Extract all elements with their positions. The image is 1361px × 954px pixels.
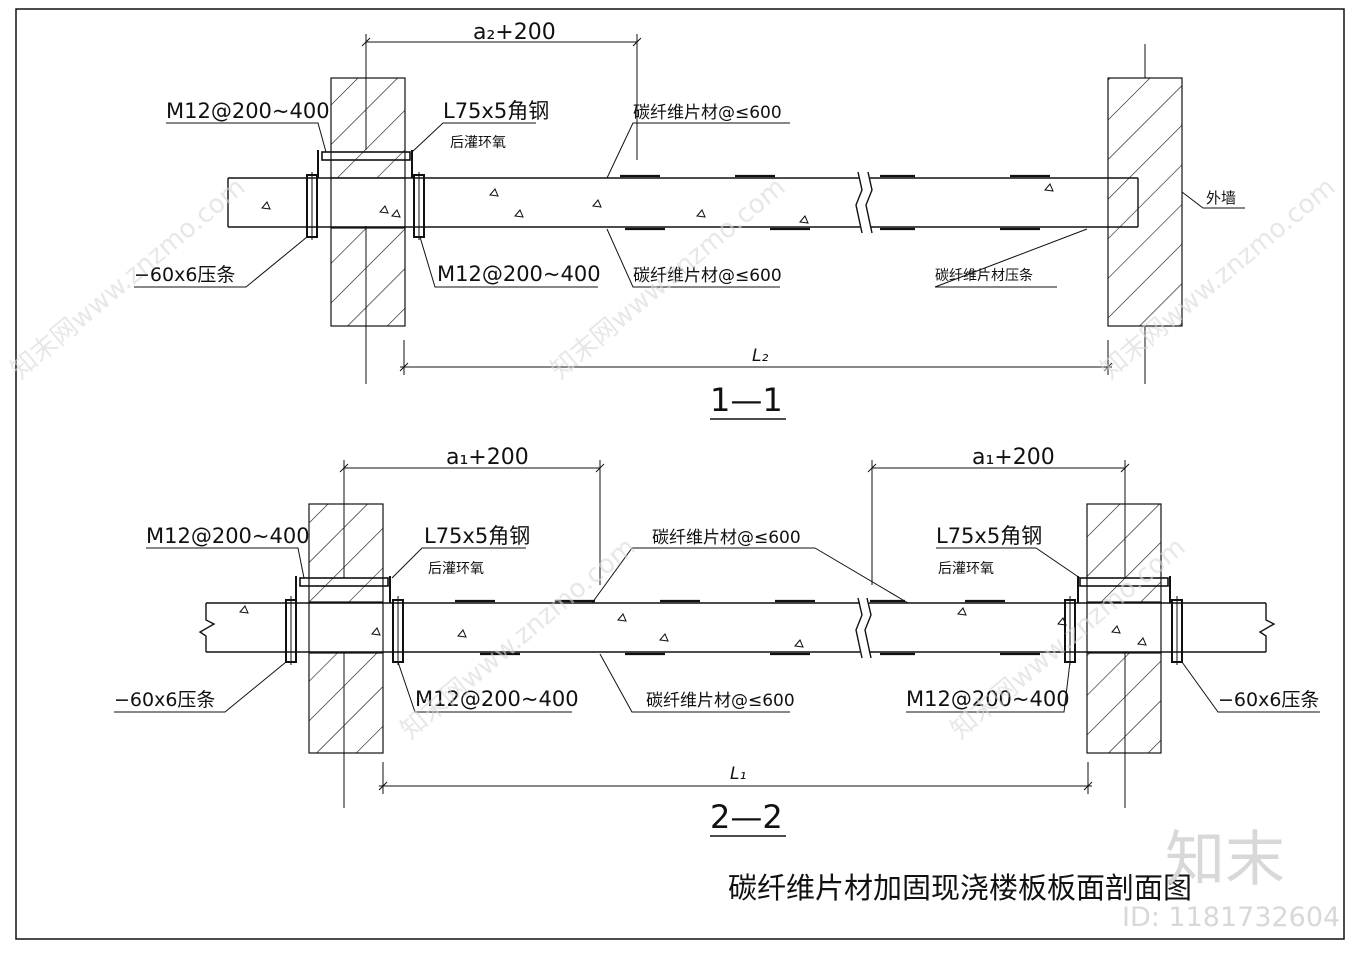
exterior-wall [1107, 44, 1183, 384]
drawing-title: 碳纤维片材加固现浇楼板板面剖面图 [728, 871, 1192, 905]
span-l1-label: L₁ [730, 764, 746, 784]
drawing-frame [15, 8, 1345, 940]
label-angle-left: L75x5角钢 [424, 524, 530, 548]
label-angle: L75x5角钢 [443, 99, 549, 123]
label-bolt-bottom-right: M12@200~400 [906, 687, 1070, 711]
label-cfrp-top-2: 碳纤维片材@≤600 [652, 528, 801, 548]
label-plate-right: −60x6压条 [1218, 689, 1319, 711]
label-cfrp-bottom-2: 碳纤维片材@≤600 [646, 691, 795, 711]
section-2-2: a₁+200 a₁+200 L₁ 2—2 [114, 445, 1320, 837]
label-epoxy-right: 后灌环氧 [938, 561, 994, 577]
dimension-l1 [378, 762, 1093, 794]
label-cfrp-top: 碳纤维片材@≤600 [633, 103, 782, 123]
aggregate-marks [261, 183, 1054, 224]
dimension-l2 [399, 340, 1113, 375]
dimension-a1-right [867, 460, 1130, 808]
leaders-1 [134, 122, 1245, 288]
label-cfrp-strip: 碳纤维片材压条 [935, 267, 1033, 284]
label-plate: −60x6压条 [134, 264, 235, 286]
watermark-id: ID: 1181732604 [1122, 902, 1340, 933]
aggregate-marks-2 [239, 605, 1147, 648]
label-angle-right: L75x5角钢 [936, 524, 1042, 548]
label-epoxy: 后灌环氧 [450, 135, 506, 151]
watermark-brand: 知末 [1165, 825, 1285, 895]
dim-a2-label: a₂+200 [473, 20, 556, 45]
cfrp-strips-2 [455, 599, 1040, 656]
label-bolt-top: M12@200~400 [166, 99, 330, 123]
dim-a1-left-label: a₁+200 [446, 445, 529, 470]
cfrp-strips [620, 174, 1050, 231]
concrete-slab-2 [198, 597, 1276, 659]
label-bolt-bottom-left: M12@200~400 [415, 687, 579, 711]
label-bolt-bottom: M12@200~400 [437, 262, 601, 286]
concrete-slab [227, 171, 1139, 234]
span-l2-label: L₂ [752, 346, 768, 366]
label-exterior-wall: 外墙 [1206, 189, 1236, 207]
label-bolt-top-left: M12@200~400 [146, 524, 310, 548]
angle-steel-anchor [306, 150, 425, 240]
section-1-title: 1—1 [710, 381, 783, 419]
dimension-a1-left [339, 460, 605, 808]
leaders-2 [114, 547, 1320, 713]
dimension-a2 [361, 34, 642, 384]
dim-a1-right-label: a₁+200 [972, 445, 1055, 470]
section-2-title: 2—2 [710, 798, 783, 836]
label-plate-left: −60x6压条 [114, 689, 215, 711]
label-epoxy-left: 后灌环氧 [428, 561, 484, 577]
left-wall-2 [308, 503, 384, 754]
left-wall [330, 77, 406, 327]
section-1-1: a₂+200 L₂ 1—1 M12@200~400 L75x5角钢 后灌环氧 碳… [134, 20, 1245, 420]
label-cfrp-bottom: 碳纤维片材@≤600 [633, 266, 782, 286]
